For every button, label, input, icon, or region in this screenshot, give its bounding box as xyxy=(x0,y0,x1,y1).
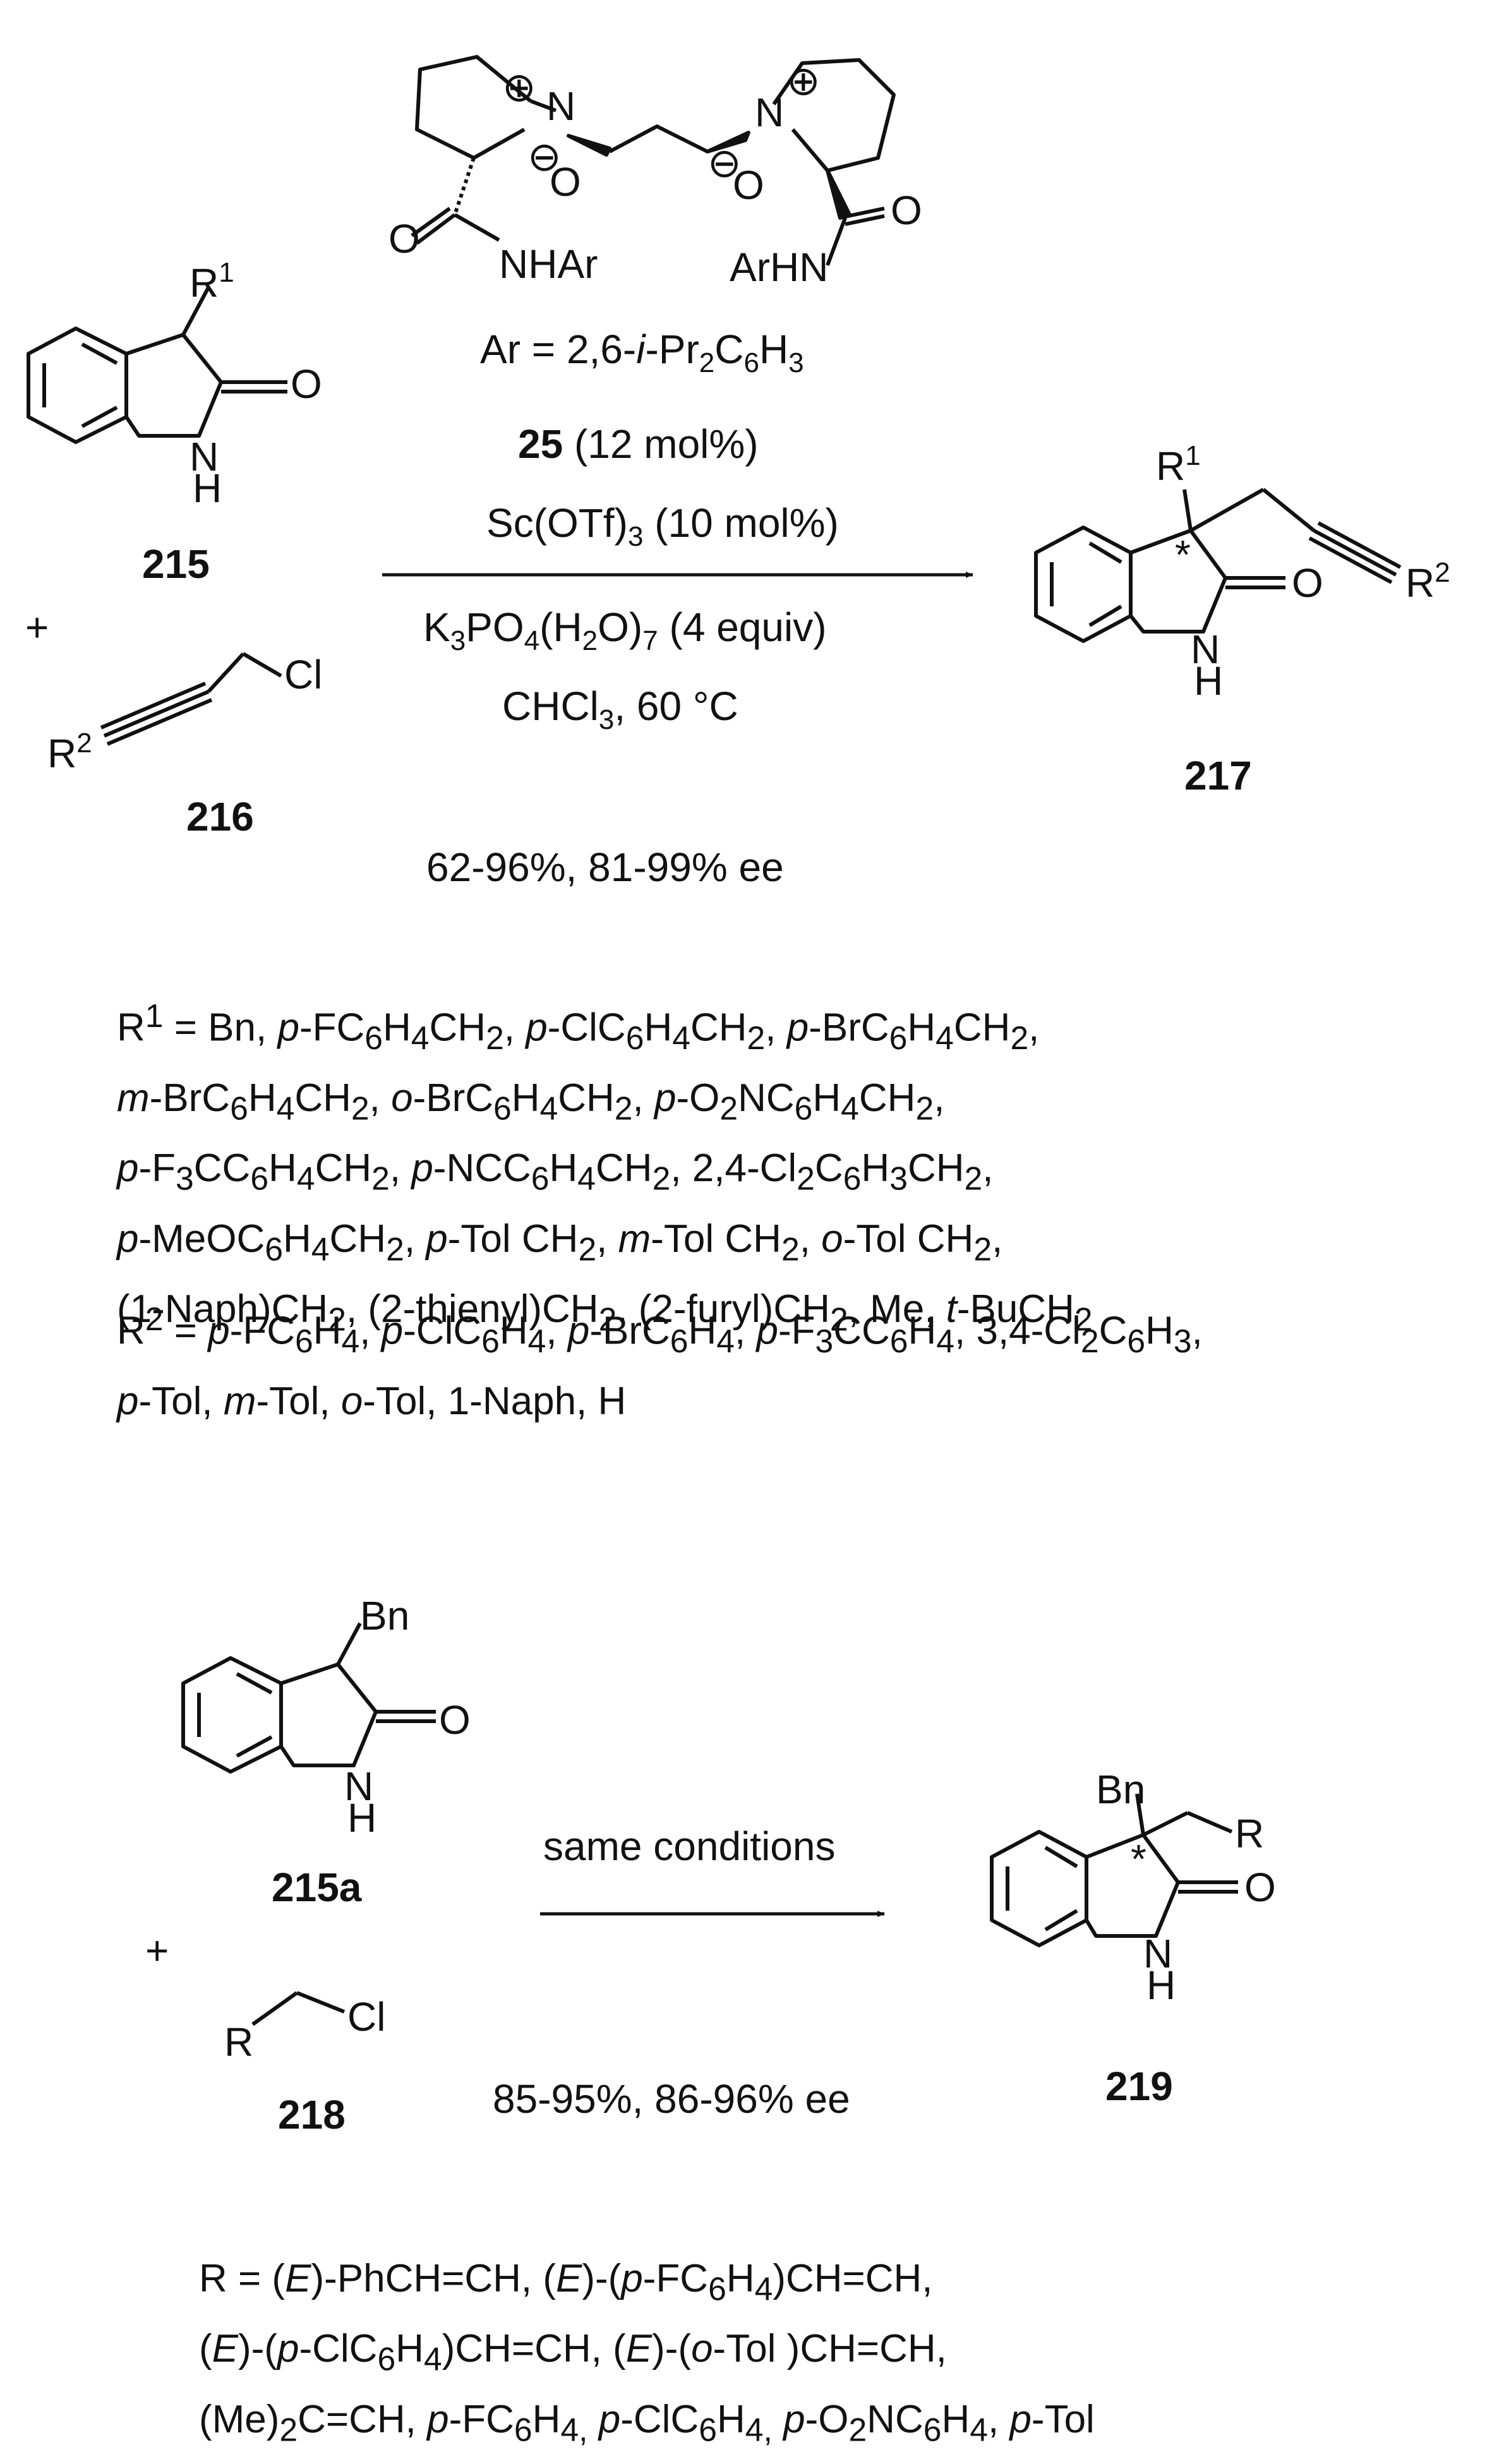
product-r1: R1 xyxy=(1156,440,1201,489)
substrate-carbonyl-o: O xyxy=(291,361,322,407)
product-stereocenter-star: * xyxy=(1175,532,1191,577)
halide-2-cl: Cl xyxy=(347,1994,385,2040)
substrate-2-bn: Bn xyxy=(360,1593,409,1638)
substrate-r1: R1 xyxy=(190,257,234,306)
substituent-line: (Me)2C=CH, p-FC6H4, p-ClC6H4, p-O2NC6H4,… xyxy=(199,2397,1095,2448)
substituent-line: R = (E)-PhCH=CH, (E)-(p-FC6H4)CH=CH, xyxy=(199,2257,933,2307)
halide-cl: Cl xyxy=(284,652,322,697)
substituent-line: R2 = p-FC6H4, p-ClC6H4, p-BrC6H4, p-F3CC… xyxy=(117,1301,1203,1360)
substituent-line: p-F3CC6H4CH2, p-NCC6H4CH2, 2,4-Cl2C6H3CH… xyxy=(117,1146,994,1197)
halide-2-r: R xyxy=(224,2019,253,2065)
catalyst-plus-charge-left: ⊕ xyxy=(502,64,536,110)
propargyl-chloride-216-structure xyxy=(100,652,282,746)
condition-scandium: Sc(OTf)3 (10 mol%) xyxy=(486,500,839,552)
oxindole-215a-structure xyxy=(181,1622,436,1774)
substrate-n: N xyxy=(190,434,219,479)
r1-substituent-list: R1 = Bn, p-FC6H4CH2, p-ClC6H4CH2, p-BrC6… xyxy=(117,985,1093,1350)
reagent-25-loading: 25 (12 mol%) xyxy=(518,421,759,467)
catalyst-carbonyl-o-left: O xyxy=(388,216,420,261)
scheme1-yield: 62-96%, 81-99% ee xyxy=(426,844,784,890)
compound-215-label: 215 xyxy=(142,541,210,587)
plus-sign-2: + xyxy=(145,1928,169,1973)
alkyl-chloride-218-structure xyxy=(251,1991,346,2026)
substrate-2-n: N xyxy=(344,1764,373,1809)
substituent-line: p-Tol, m-Tol, o-Tol, 1-Naph, H xyxy=(117,1379,627,1424)
catalyst-amide-left: NHAr xyxy=(499,241,598,287)
compound-216-label: 216 xyxy=(186,794,254,839)
catalyst-n-left: N xyxy=(546,83,575,129)
product-r2: R2 xyxy=(1405,557,1450,606)
catalyst-carbonyl-o-right: O xyxy=(891,188,922,233)
product-2-n: N xyxy=(1143,1931,1172,1976)
product-2-stereocenter-star: * xyxy=(1131,1836,1146,1882)
compound-217-label: 217 xyxy=(1184,753,1252,798)
plus-sign-1: + xyxy=(25,604,49,650)
product-217-structure xyxy=(1034,488,1402,643)
product-n: N xyxy=(1191,627,1220,672)
product-2-r: R xyxy=(1235,1811,1264,1856)
substrate-2-carbonyl-o: O xyxy=(439,1697,471,1743)
scheme2-yield: 85-95%, 86-96% ee xyxy=(493,2076,850,2122)
catalyst-plus-charge-right: ⊕ xyxy=(786,58,821,104)
product-2-bn: Bn xyxy=(1096,1767,1145,1812)
r-substituent-list: R = (E)-PhCH=CH, (E)-(p-FC6H4)CH=CH, (E)-… xyxy=(199,2249,1095,2460)
substituent-line: (E)-(p-ClC6H4)CH=CH, (E)-(o-Tol )CH=CH, xyxy=(199,2327,947,2377)
aryl-definition: Ar = 2,6-i-Pr2C6H3 xyxy=(480,327,804,378)
condition-phosphate: K3PO4(H2O)7 (4 equiv) xyxy=(423,604,827,656)
catalyst-n-right: N xyxy=(755,90,784,135)
product-h: H xyxy=(1194,658,1223,704)
compound-215a-label: 215a xyxy=(272,1865,362,1910)
catalyst-o-left: O xyxy=(550,159,581,205)
catalyst-o-right: O xyxy=(733,162,764,208)
substituent-line: R1 = Bn, p-FC6H4CH2, p-ClC6H4CH2, p-BrC6… xyxy=(117,997,1040,1057)
catalyst-25-structure xyxy=(411,55,896,267)
r2-substituent-list: R2 = p-FC6H4, p-ClC6H4, p-BrC6H4, p-F3CC… xyxy=(117,1289,1203,1432)
condition-solvent-temperature: CHCl3, 60 °C xyxy=(502,683,738,735)
halide-r2: R2 xyxy=(47,728,92,776)
substituent-line: (1-Naph)CH2, (2-thienyl)CH2, (2-furyl)CH… xyxy=(117,1287,1093,1338)
substituent-line: p-MeOC6H4CH2, p-Tol CH2, m-Tol CH2, o-To… xyxy=(117,1217,1003,1268)
catalyst-minus-charge-right: ⊖ xyxy=(707,140,742,186)
substituent-line: m-BrC6H4CH2, o-BrC6H4CH2, p-O2NC6H4CH2, xyxy=(117,1076,945,1127)
compound-219-label: 219 xyxy=(1105,2064,1173,2109)
catalyst-amide-right: ArHN xyxy=(730,244,828,290)
product-2-h: H xyxy=(1146,1962,1176,2008)
oxindole-215-structure xyxy=(27,286,287,444)
catalyst-minus-charge-left: ⊖ xyxy=(527,134,562,179)
product-219-structure xyxy=(990,1793,1238,1947)
substrate-2-h: H xyxy=(347,1795,376,1841)
substrate-h: H xyxy=(193,466,222,511)
product-carbonyl-o: O xyxy=(1292,560,1323,606)
condition-same-conditions: same conditions xyxy=(543,1824,835,1869)
compound-218-label: 218 xyxy=(278,2092,346,2137)
product-2-carbonyl-o: O xyxy=(1244,1865,1276,1910)
